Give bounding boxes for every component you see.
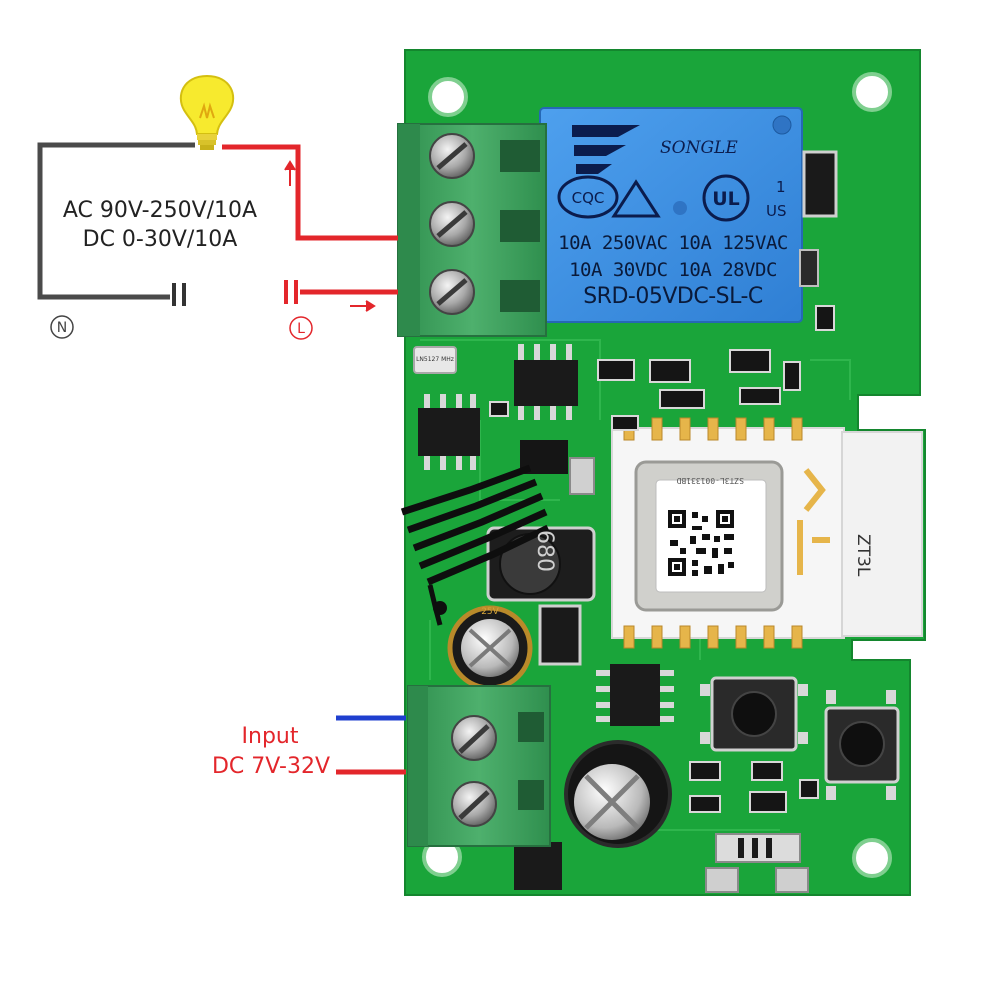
- mounting-hole: [852, 838, 892, 878]
- small-capacitor: [447, 605, 533, 691]
- tactile-button[interactable]: [700, 676, 808, 752]
- screw-terminal[interactable]: [429, 133, 475, 179]
- qr-code-icon: [666, 508, 736, 578]
- right-arrow-icon: [350, 300, 376, 312]
- capacitor-label: 25V: [481, 607, 499, 617]
- svg-text:UL: UL: [712, 188, 740, 210]
- cqc-logo: [557, 175, 619, 219]
- power-inductor: [486, 526, 596, 602]
- neutral-wire: [37, 142, 195, 300]
- live-symbol: [289, 316, 313, 340]
- crystal-label: LN5127 MHz: [416, 356, 454, 363]
- inductor-code: 680: [532, 530, 557, 572]
- live-wire-load: [222, 144, 398, 241]
- mounting-hole: [852, 72, 892, 112]
- load-rating-ac: AC 90V-250V/10A: [62, 198, 258, 223]
- input-voltage: DC 7V-32V: [211, 754, 330, 779]
- relay-cert-mark: CQC: [572, 189, 605, 207]
- songle-logo: [572, 125, 640, 174]
- input-label-title: Input: [241, 724, 299, 749]
- module-side-label: ZT3L: [853, 534, 873, 577]
- neutral-symbol-text: N: [57, 320, 67, 336]
- smd-components: [413, 150, 838, 893]
- wiring: [37, 142, 406, 775]
- warning-triangle-icon: [611, 179, 661, 218]
- module-chip-label: SZT3L-001331BD: [676, 476, 744, 485]
- input-label: Input DC 7V-32V: [160, 722, 330, 782]
- mounting-hole: [428, 77, 468, 117]
- screw-terminal[interactable]: [451, 715, 497, 761]
- relay-rating-line-1: 10A 250VAC 10A 125VAC: [558, 232, 788, 254]
- load-rating-label: AC 90V-250V/10A DC 0-30V/10A: [40, 196, 280, 254]
- screw-terminal[interactable]: [429, 269, 475, 315]
- screw-terminal[interactable]: [451, 781, 497, 827]
- neutral-symbol: [50, 315, 74, 339]
- light-bulb-icon: [179, 74, 235, 150]
- relay-terminal-block: [397, 123, 547, 337]
- up-arrow-icon: [284, 160, 296, 186]
- relay-rating-line-2: 10A 30VDC 10A 28VDC: [569, 259, 777, 281]
- power-input-terminal-block: [407, 685, 551, 847]
- antenna-coil: [400, 464, 550, 626]
- relay-ul-suffix: 1: [776, 178, 786, 196]
- zigbee-module: [611, 417, 923, 649]
- relay-ul-mark: US: [766, 202, 787, 220]
- relay-model: SRD-05VDC-SL-C: [583, 284, 763, 309]
- load-rating-dc: DC 0-30V/10A: [82, 227, 238, 252]
- tactile-button[interactable]: [824, 690, 900, 800]
- screw-terminal[interactable]: [429, 201, 475, 247]
- relay-brand: SONGLE: [660, 138, 738, 158]
- live-symbol-text: L: [297, 321, 305, 337]
- large-capacitor: [564, 740, 672, 848]
- antenna-area: [841, 431, 923, 637]
- ul-logo: [702, 174, 750, 222]
